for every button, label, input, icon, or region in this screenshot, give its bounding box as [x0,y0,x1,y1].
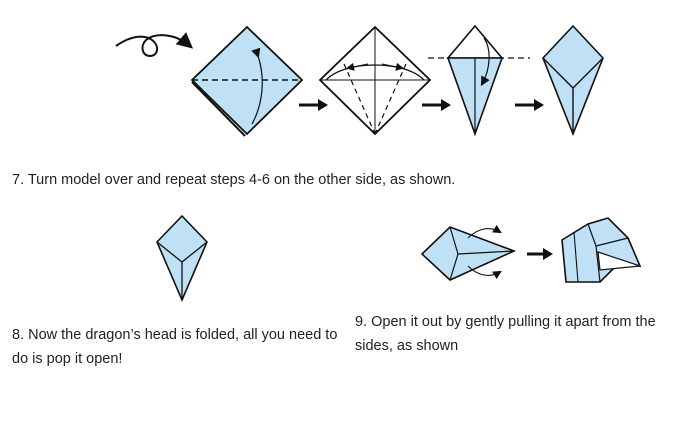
step7-diagram-4 [542,24,604,137]
step7-caption: 7. Turn model over and repeat steps 4-6 … [12,172,456,188]
step9-caption: 9. Open it out by gently pulling it apar… [355,314,656,354]
turn-over-icon [115,32,194,58]
arrow-right-icon [422,99,451,111]
step8-diagram [156,214,208,303]
step9-diagram-1 [420,224,517,281]
step8-caption: 8. Now the dragon’s head is folded, all … [12,327,338,367]
step9-diagram-2 [561,217,642,283]
step7-diagram-2 [318,25,432,136]
arrow-right-icon [299,99,328,111]
arrow-right-icon [527,248,553,260]
step7-diagram-3 [428,24,530,137]
arrow-right-icon [515,99,544,111]
step7-diagram-1 [190,25,304,137]
